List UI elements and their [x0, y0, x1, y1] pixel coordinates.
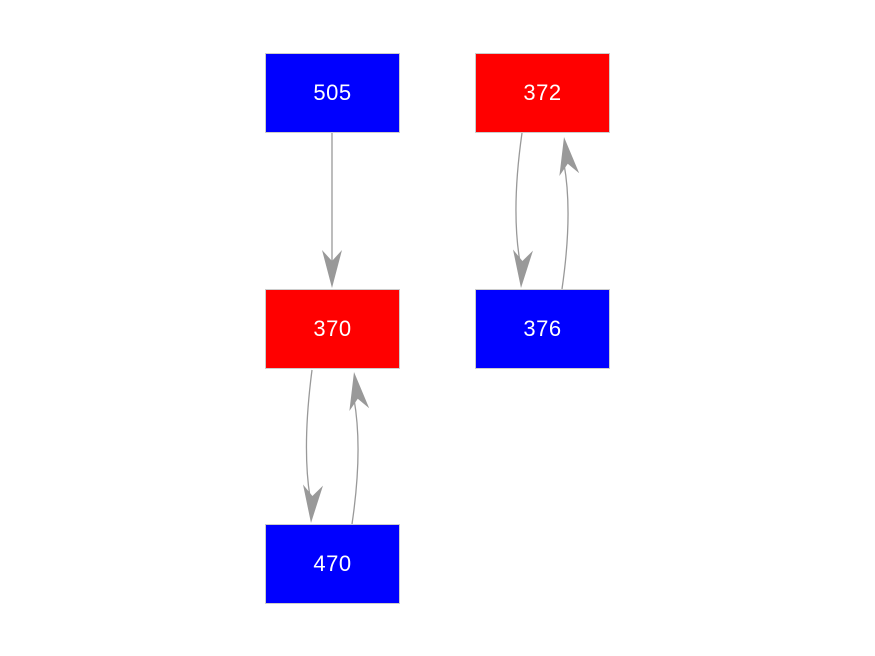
arrowhead-up-icon	[559, 137, 580, 177]
edge-line	[351, 398, 359, 525]
node-376: 376	[475, 289, 610, 369]
arrowhead-down-icon	[513, 249, 533, 288]
arrowhead-up-icon	[349, 372, 370, 412]
edge-376-to-372	[559, 137, 580, 290]
node-376-label: 376	[523, 316, 562, 341]
edge-372-to-376	[513, 132, 533, 288]
arrowhead-down-icon	[322, 250, 342, 288]
edge-line	[305, 369, 313, 498]
edge-470-to-370	[349, 372, 370, 525]
node-370-label: 370	[313, 316, 352, 341]
edge-505-to-370	[322, 133, 342, 288]
node-470-label: 470	[313, 551, 352, 576]
node-505: 505	[265, 53, 400, 133]
edge-line	[561, 163, 569, 290]
node-505-label: 505	[313, 80, 352, 105]
node-372-label: 372	[523, 80, 562, 105]
edge-370-to-470	[303, 369, 323, 523]
arrowhead-down-icon	[303, 484, 323, 523]
edge-line	[515, 132, 523, 263]
node-470: 470	[265, 524, 400, 604]
node-372: 372	[475, 53, 610, 133]
node-370: 370	[265, 289, 400, 369]
